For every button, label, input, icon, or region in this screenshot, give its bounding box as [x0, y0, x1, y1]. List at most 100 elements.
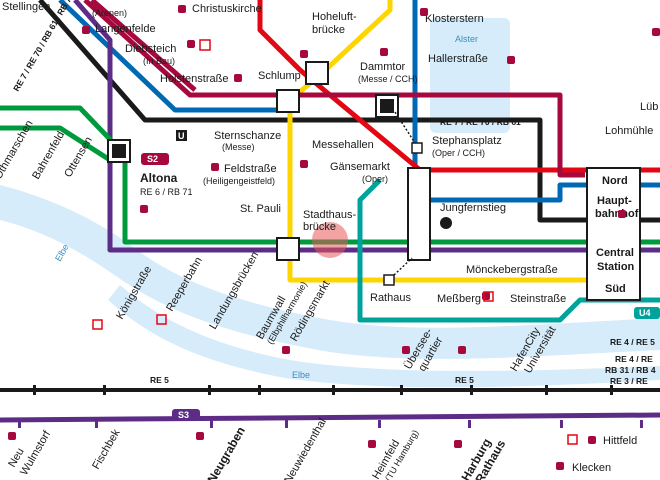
accessibility-icon — [567, 434, 578, 445]
water-layer — [0, 18, 660, 388]
label-altona: Altona — [140, 171, 178, 185]
label-arenen: (Arenen) — [92, 8, 127, 18]
line-s3-south — [0, 412, 660, 423]
label-st-pauli: St. Pauli — [240, 203, 281, 215]
line-u2 — [257, 0, 660, 173]
highlight-marker — [312, 222, 348, 258]
label-hallerstrasse: Hallerstraße — [428, 53, 488, 65]
label-in-bau: (In Bau) — [143, 56, 175, 66]
label-neuwiedenthal: Neuwiedenthal — [282, 416, 329, 480]
bus-icon — [178, 5, 186, 13]
rail-label-rb31: RB 31 / RB 4 — [605, 365, 656, 375]
rail-label-re5-left: RE 5 — [150, 375, 169, 385]
label-langenfelde: Langenfelde — [95, 23, 156, 35]
label-stadthausbruecke-2: brücke — [303, 221, 336, 233]
station-sternschanze-box — [276, 89, 300, 113]
bus-icon — [368, 440, 376, 448]
s3-ticks — [18, 420, 643, 428]
bus-icon — [300, 160, 308, 168]
label-hbf-4: Station — [597, 261, 635, 273]
rail-label-re4-b: RE 4 / RE — [615, 354, 653, 364]
label-messehallen: Messehallen — [312, 139, 374, 151]
label-holstenstrasse: Holstenstraße — [160, 73, 228, 85]
badge-s2-bg — [141, 153, 169, 165]
regional-ticks — [33, 385, 613, 395]
rail-label-re4: RE 4 / RE 5 — [610, 337, 655, 347]
stephansplatz-connector — [394, 111, 416, 144]
bus-icon — [380, 48, 388, 56]
rathaus-connector — [393, 257, 413, 276]
label-hittfeld: Hittfeld — [603, 435, 637, 447]
station-rathaus-dot — [383, 274, 395, 286]
badge-s3: S3 — [178, 410, 189, 420]
label-sternschanze: Sternschanze — [214, 130, 281, 142]
line-s1-west — [0, 125, 112, 163]
bus-icon — [556, 462, 564, 470]
station-hauptbahnhof-box — [586, 167, 641, 301]
label-steinstrasse: Steinstraße — [510, 293, 566, 305]
label-fischbek: Fischbek — [90, 427, 123, 472]
rail-label-re5-mid: RE 5 — [455, 375, 474, 385]
elbe-river-upper — [0, 185, 660, 359]
label-jungfernstieg: Jungfernstieg — [440, 202, 506, 214]
badge-u4-bg — [634, 307, 660, 319]
bus-icon — [234, 74, 242, 82]
elbe-river-lower — [108, 285, 660, 388]
line-s1 — [0, 105, 660, 245]
label-christuskirche: Christuskirche — [192, 3, 262, 15]
bus-icon — [211, 163, 219, 171]
label-feldstrasse-sub: (Heiligengeistfeld) — [203, 176, 275, 186]
badge-u4: U4 — [639, 308, 651, 318]
line-s2 — [83, 0, 585, 178]
accessibility-icon — [483, 291, 494, 302]
station-schlump-box — [305, 61, 329, 85]
label-lohmuehlen: Lohmühle — [605, 125, 653, 137]
bus-icon — [402, 346, 410, 354]
bus-icon — [618, 210, 626, 218]
bus-icon — [482, 292, 490, 300]
bus-icon — [282, 346, 290, 354]
bus-icon — [458, 346, 466, 354]
accessibility-icon — [92, 319, 103, 330]
label-gaensemarkt: Gänsemarkt — [330, 161, 390, 173]
bus-icon — [420, 8, 428, 16]
label-schlump: Schlump — [258, 70, 301, 82]
accessibility-icon — [156, 314, 167, 325]
train-icon — [380, 99, 394, 113]
label-elbe-2: Elbe — [292, 370, 310, 380]
badge-u: U — [178, 131, 185, 141]
label-klecken: Klecken — [572, 462, 611, 474]
label-hbf-nord: Nord — [602, 175, 628, 187]
label-hbf-sued: Süd — [605, 283, 626, 295]
bus-icon — [454, 440, 462, 448]
bus-icon — [82, 26, 90, 34]
poi-icons — [8, 5, 660, 470]
badges-layer: S2 S3 U4 U — [141, 130, 660, 421]
label-luebecker: Lüb — [640, 101, 658, 113]
station-landungsbruecken-box — [276, 237, 300, 261]
rail-label-top-left: RE 7 / RE 70 / RB 61 / RB 71 — [11, 0, 76, 93]
rail-label-stephansplatz: RE 7 / RE 70 / RB 61 — [440, 117, 521, 127]
label-klosterstern: Klosterstern — [425, 13, 484, 25]
s-bahn-icon — [440, 217, 452, 229]
label-stephansplatz: Stephansplatz — [432, 135, 502, 147]
label-stadthausbruecke-1: Stadthaus- — [303, 209, 357, 221]
bus-icon — [196, 432, 204, 440]
label-rathaus: Rathaus — [370, 292, 411, 304]
label-feldstrasse: Feldstraße — [224, 163, 277, 175]
label-hbf-2: bahnhof — [595, 208, 639, 220]
line-s2-b — [90, 0, 197, 92]
badge-s3-bg — [172, 409, 200, 421]
label-diebsteich: Diebsteich — [125, 43, 176, 55]
bus-icon — [187, 40, 195, 48]
bus-icon — [8, 432, 16, 440]
rail-label-re3: RE 3 / RE — [610, 376, 648, 386]
line-s3 — [73, 0, 660, 253]
label-messberg: Meßberg — [437, 293, 481, 305]
station-stephansplatz-dot — [411, 142, 423, 154]
accessibility-icon — [199, 39, 211, 51]
label-dammtor: Dammtor — [360, 61, 406, 73]
badge-s2: S2 — [147, 154, 158, 164]
label-altona-re: RE 6 / RB 71 — [140, 187, 193, 197]
